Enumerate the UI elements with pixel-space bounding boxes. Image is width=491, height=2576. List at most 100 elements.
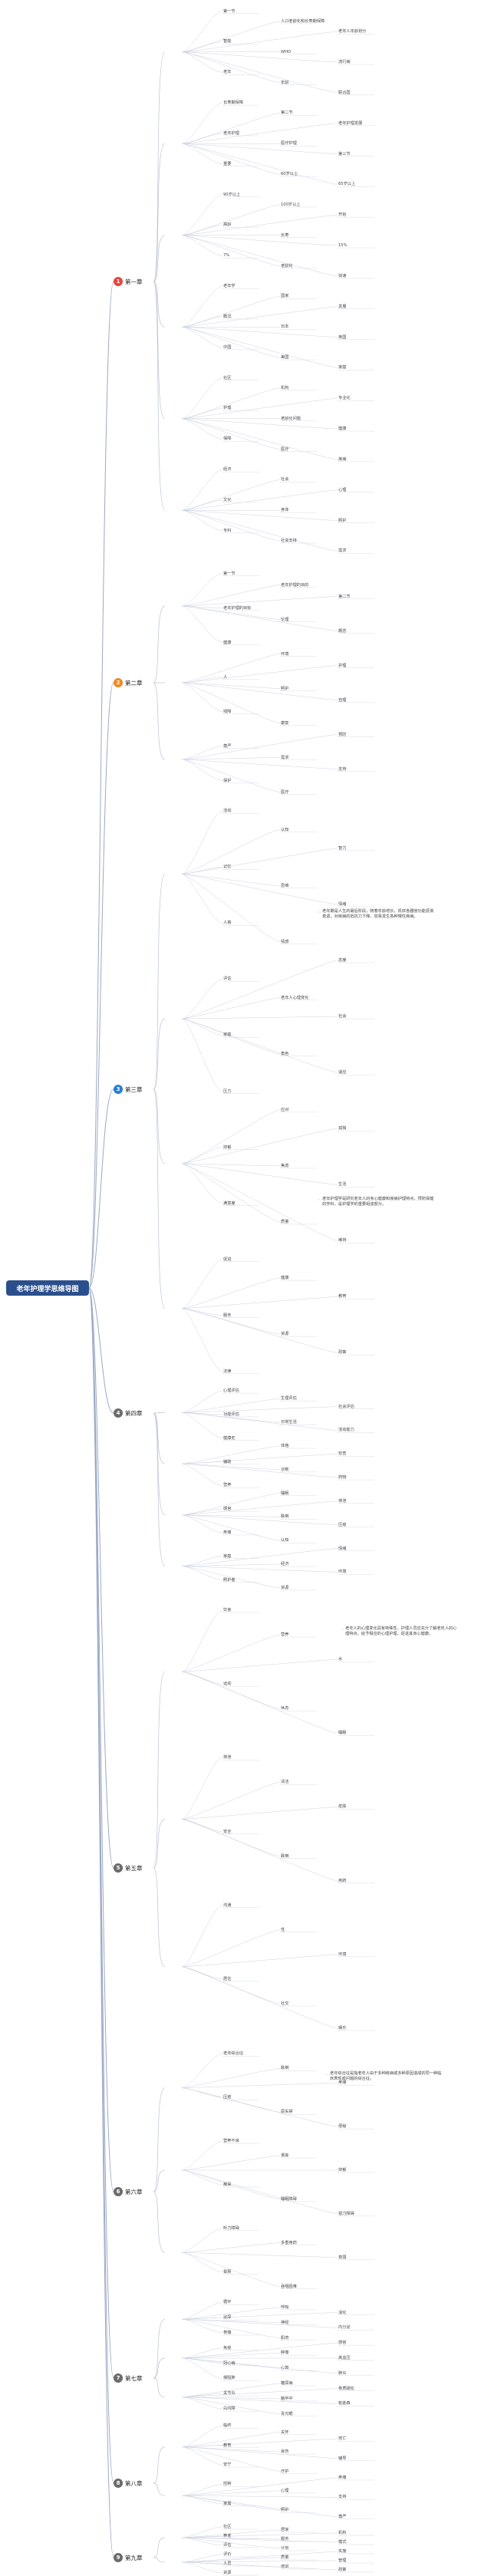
leaf-node[interactable]: 思维 bbox=[281, 883, 289, 888]
leaf-node[interactable]: 衰弱 bbox=[338, 2255, 347, 2260]
leaf-node[interactable]: 第二节 bbox=[281, 110, 293, 116]
leaf-node[interactable]: 居家 bbox=[281, 2528, 289, 2532]
leaf-node[interactable]: 国家 bbox=[281, 294, 289, 299]
leaf-node[interactable]: 开始 bbox=[338, 212, 347, 218]
leaf-node[interactable]: 管理 bbox=[338, 2558, 347, 2563]
leaf-node[interactable]: 脑卒中 bbox=[281, 2396, 293, 2401]
leaf-node[interactable]: 记忆 bbox=[223, 865, 232, 870]
description-paragraph[interactable]: 老年护理学是研究老年人的身心健康和疾病护理特点，预防保健的学科，是护理学的重要组… bbox=[322, 1197, 434, 1207]
leaf-node[interactable]: 老龄化问题 bbox=[281, 416, 301, 421]
leaf-node[interactable]: 医疗护理 bbox=[281, 141, 297, 147]
leaf-node[interactable]: 健康 bbox=[281, 1276, 289, 1281]
leaf-node[interactable]: 护理 bbox=[223, 406, 232, 411]
leaf-node[interactable]: 65岁以上 bbox=[338, 182, 356, 187]
leaf-node[interactable]: 第三节 bbox=[338, 151, 351, 156]
leaf-node[interactable]: 人口老龄化和长寿期保障 bbox=[281, 18, 325, 24]
leaf-node[interactable]: 睡眠 bbox=[281, 1491, 289, 1496]
leaf-node[interactable]: 情绪 bbox=[338, 901, 347, 907]
leaf-node[interactable]: 糖尿病 bbox=[281, 2381, 293, 2387]
leaf-node[interactable]: 临终 bbox=[223, 2423, 232, 2429]
leaf-node[interactable]: 流行病 bbox=[338, 60, 351, 65]
leaf-node[interactable]: 娱乐 bbox=[338, 2025, 347, 2031]
leaf-node[interactable]: 压疮 bbox=[338, 1522, 347, 1527]
leaf-node[interactable]: 白内障 bbox=[223, 2406, 236, 2412]
leaf-node[interactable]: 谵妄 bbox=[281, 2153, 289, 2159]
leaf-node[interactable]: 长寿期保障 bbox=[223, 100, 243, 106]
leaf-node[interactable]: 环境 bbox=[281, 651, 289, 657]
leaf-node[interactable]: 需求 bbox=[338, 548, 347, 554]
leaf-node[interactable]: 老龄化 bbox=[281, 263, 293, 268]
leaf-node[interactable]: 经济 bbox=[223, 467, 232, 473]
leaf-node[interactable]: 消化 bbox=[338, 2310, 347, 2315]
leaf-node[interactable]: 老年护理的目标 bbox=[223, 605, 252, 611]
leaf-node[interactable]: 应对 bbox=[281, 1107, 289, 1112]
leaf-node[interactable]: 支持 bbox=[338, 2495, 347, 2500]
leaf-node[interactable]: 身体 bbox=[281, 508, 289, 513]
leaf-node[interactable]: 肌肉 bbox=[281, 2335, 289, 2340]
leaf-node[interactable]: 医疗 bbox=[281, 446, 289, 452]
leaf-node[interactable]: 角色 bbox=[281, 1051, 289, 1056]
leaf-node[interactable]: 跌倒 bbox=[281, 1853, 289, 1859]
leaf-node[interactable]: 便秘 bbox=[338, 2124, 347, 2130]
leaf-node[interactable]: 死亡 bbox=[338, 2436, 347, 2442]
leaf-node[interactable]: 质量 bbox=[281, 2555, 289, 2560]
leaf-node[interactable]: 吞咽困难 bbox=[281, 2284, 297, 2289]
leaf-node[interactable]: 居住 bbox=[223, 1976, 232, 1981]
leaf-node[interactable]: 服务 bbox=[223, 1313, 232, 1318]
leaf-node[interactable]: 快速 bbox=[338, 273, 347, 278]
leaf-node[interactable]: 活动能力 bbox=[338, 1428, 354, 1433]
leaf-node[interactable]: 老年护理的目的 bbox=[281, 582, 309, 588]
leaf-node[interactable]: 老年学 bbox=[223, 284, 236, 289]
description-paragraph[interactable]: 老年综合征是指老年人由于多种疾病或多种原因造成的同一种临床表现或问题的综合征。 bbox=[330, 2071, 442, 2081]
leaf-node[interactable]: 高血压 bbox=[338, 2356, 351, 2360]
leaf-node[interactable]: 自理 bbox=[338, 697, 347, 703]
leaf-node[interactable]: 晕厥 bbox=[223, 2269, 232, 2275]
leaf-node[interactable]: 控制 bbox=[223, 2482, 232, 2487]
leaf-node[interactable]: 维持 bbox=[338, 1238, 347, 1244]
leaf-node[interactable]: 辅导 bbox=[338, 2456, 347, 2461]
leaf-node[interactable]: 服务 bbox=[281, 2537, 289, 2541]
leaf-node[interactable]: 重要 bbox=[223, 161, 232, 166]
leaf-node[interactable]: 医疗 bbox=[281, 789, 289, 795]
leaf-node[interactable]: 压疮 bbox=[223, 2095, 232, 2100]
leaf-node[interactable]: 智力 bbox=[338, 845, 347, 851]
leaf-node[interactable]: 体格 bbox=[281, 1444, 289, 1449]
leaf-node[interactable]: 老年人年龄划分 bbox=[338, 29, 367, 35]
leaf-node[interactable]: 感官 bbox=[338, 2340, 347, 2346]
description-paragraph[interactable]: 老年人的心理变化具有特殊性，护理人员应充分了解老年人的心理特点，给予相应的心理护… bbox=[345, 1626, 457, 1636]
leaf-node[interactable]: 循环 bbox=[223, 2300, 232, 2305]
leaf-node[interactable]: 哀伤 bbox=[281, 2449, 289, 2455]
leaf-node[interactable]: 家庭 bbox=[223, 1553, 232, 1559]
leaf-node[interactable]: 质量 bbox=[281, 1219, 289, 1224]
leaf-node[interactable]: 尊严 bbox=[223, 743, 232, 749]
leaf-node[interactable]: 预防 bbox=[338, 732, 347, 737]
leaf-node[interactable]: 康复 bbox=[281, 720, 289, 726]
leaf-node[interactable]: 第一节 bbox=[223, 571, 236, 576]
leaf-node[interactable]: 支持 bbox=[338, 766, 347, 772]
leaf-node[interactable]: 资源 bbox=[281, 1585, 289, 1590]
leaf-node[interactable]: 心理 bbox=[338, 487, 347, 492]
leaf-node[interactable]: 视力障碍 bbox=[338, 2211, 354, 2216]
leaf-node[interactable]: 长寿 bbox=[281, 232, 289, 238]
leaf-node[interactable]: 健康 bbox=[223, 640, 232, 645]
leaf-node[interactable]: 人员 bbox=[223, 2561, 232, 2566]
leaf-node[interactable]: 骨骼 bbox=[223, 2330, 232, 2335]
leaf-node[interactable]: 计划 bbox=[281, 2546, 289, 2551]
leaf-node[interactable]: 听力障碍 bbox=[223, 2225, 239, 2231]
leaf-node[interactable]: 家属 bbox=[223, 2501, 232, 2506]
leaf-node[interactable]: 骨质疏松 bbox=[338, 2386, 354, 2391]
leaf-node[interactable]: 经济 bbox=[281, 1562, 289, 1567]
leaf-node[interactable]: 健康史 bbox=[223, 1435, 236, 1441]
leaf-node[interactable]: 营养不良 bbox=[223, 2139, 239, 2144]
leaf-node[interactable]: 沟通 bbox=[223, 1902, 232, 1908]
leaf-node[interactable]: 照护 bbox=[281, 2508, 289, 2513]
leaf-node[interactable]: 社会 bbox=[281, 477, 289, 483]
leaf-node[interactable]: 休息 bbox=[281, 1706, 289, 1711]
leaf-node[interactable]: 心理 bbox=[281, 2488, 289, 2493]
leaf-node[interactable]: 皮肤 bbox=[338, 1804, 347, 1810]
leaf-node[interactable]: 残障 bbox=[223, 709, 232, 714]
